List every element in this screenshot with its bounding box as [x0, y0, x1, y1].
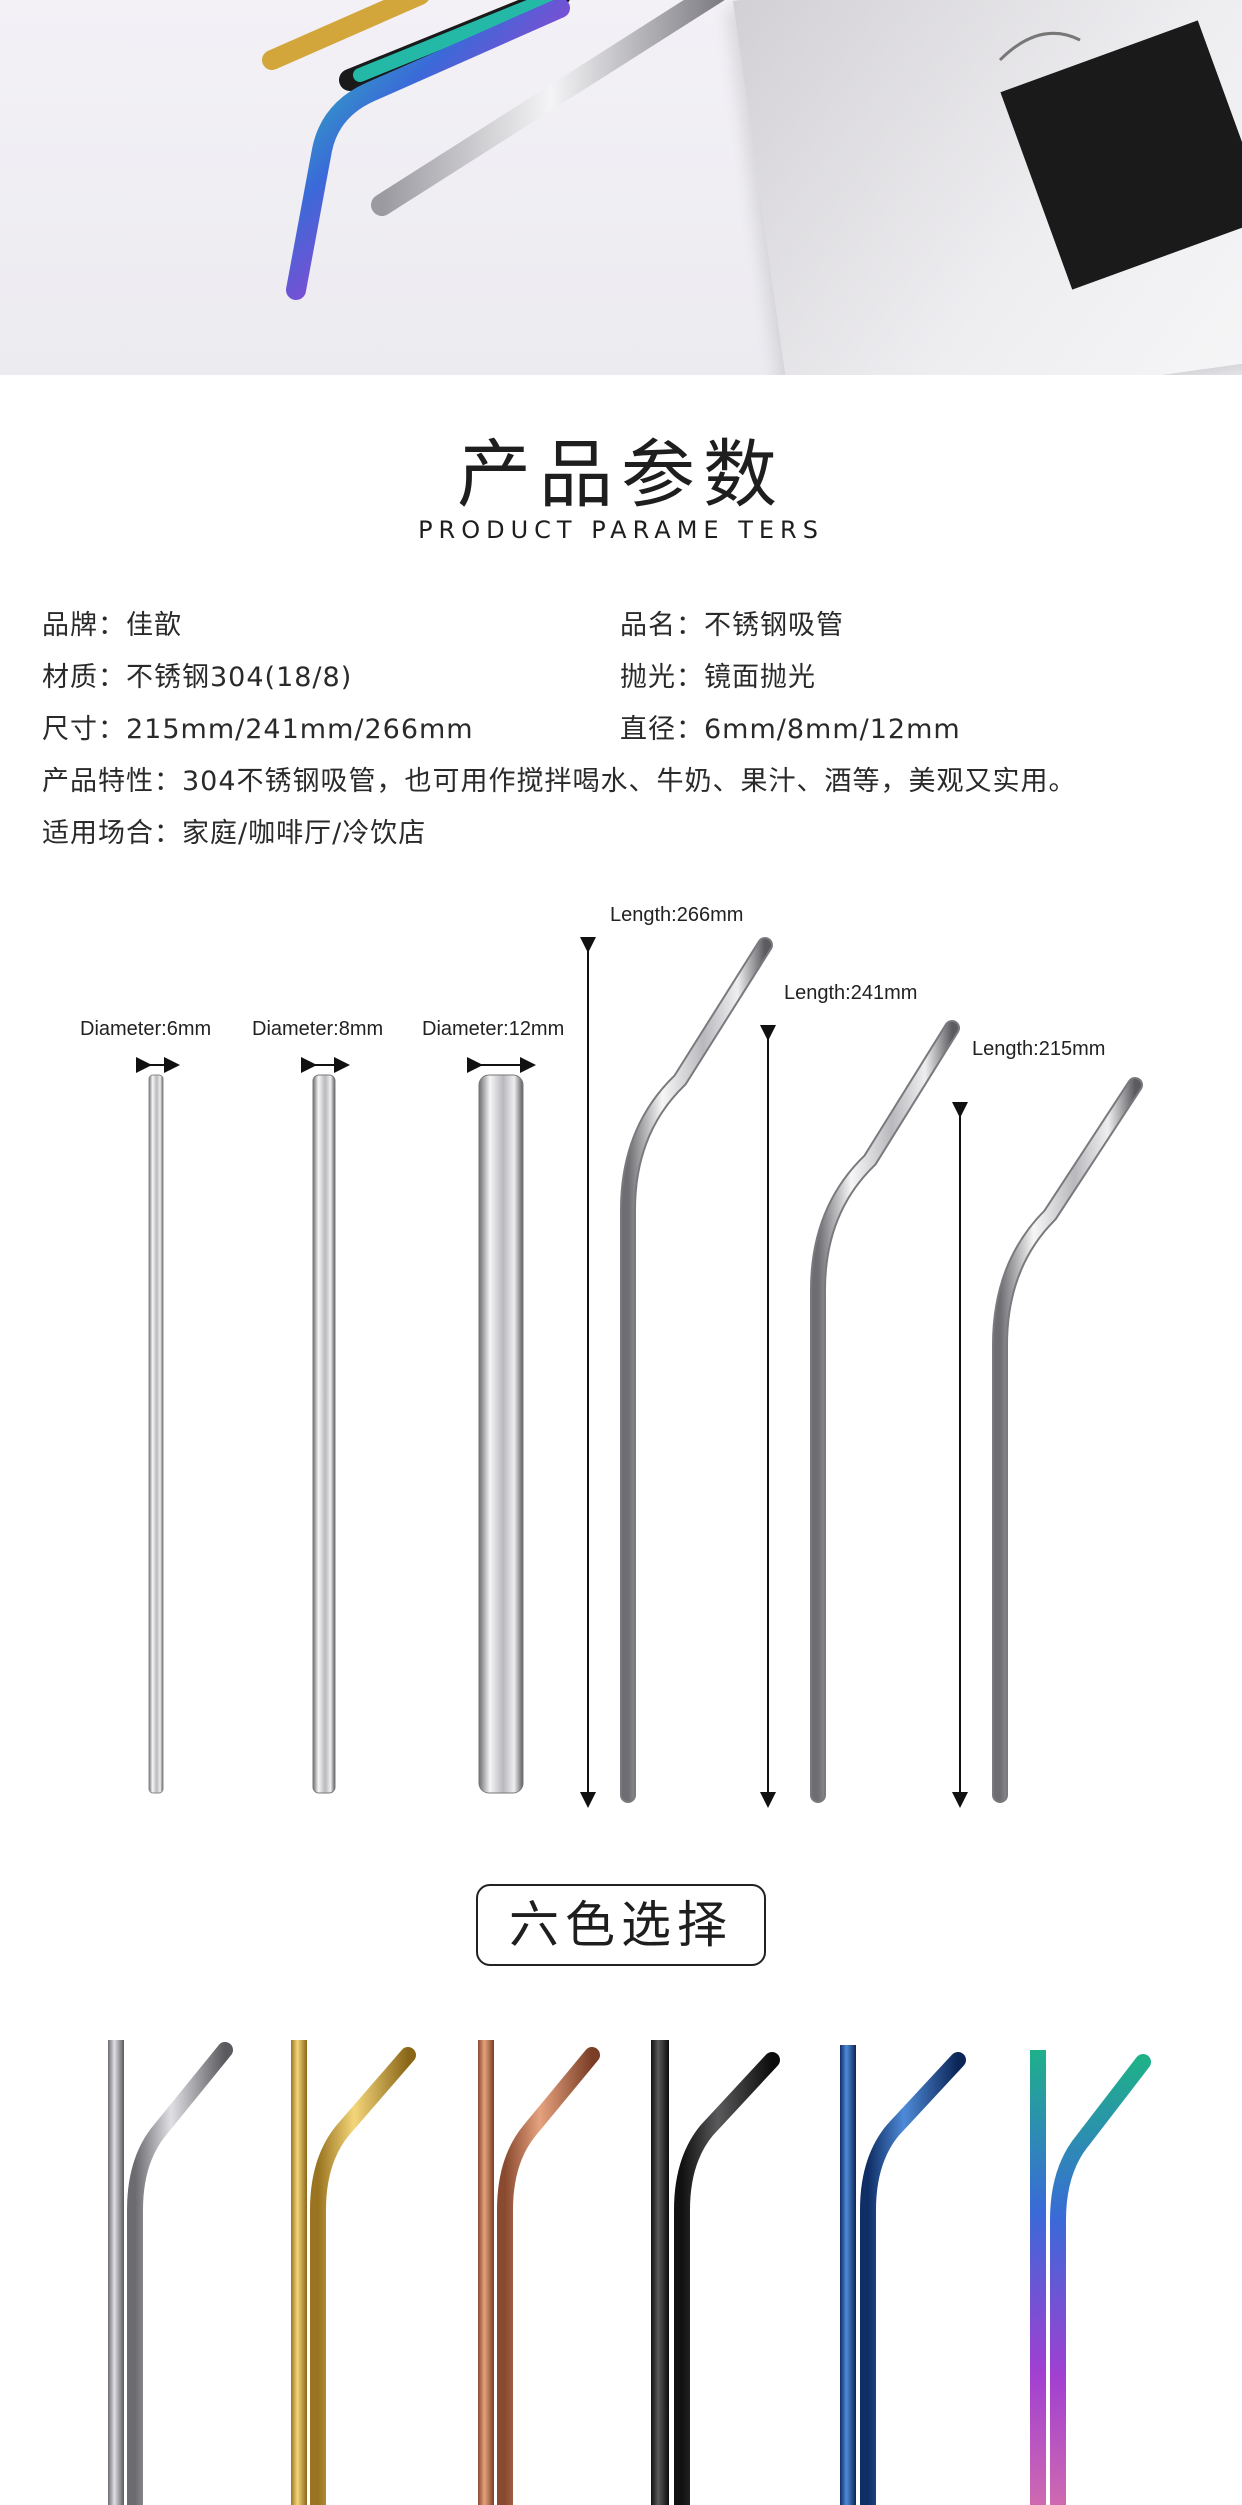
color-straw-black-bent — [674, 2052, 780, 2505]
color-straw-rainbow-straight — [1030, 2050, 1046, 2505]
spec-polish: 抛光：镜面抛光 — [620, 662, 816, 693]
label-length-241: Length:241mm — [784, 982, 918, 1004]
spec-size: 尺寸：215mm/241mm/266mm — [42, 714, 474, 745]
color-straw-gold-bent — [310, 2047, 416, 2505]
color-straw-silver-bent — [127, 2042, 233, 2505]
color-straw-rainbow-bent — [1050, 2054, 1151, 2505]
six-color-title: 六色选择 — [509, 1896, 733, 1954]
straight-straw-8mm — [312, 1074, 336, 1794]
color-straw-gold-straight — [291, 2040, 307, 2505]
color-straw-rose-bent — [497, 2047, 600, 2505]
spec-product-name: 品名：不锈钢吸管 — [620, 610, 844, 641]
color-straw-blue-bent — [860, 2052, 966, 2505]
section-title-en: PRODUCT PARAME TERS — [418, 516, 824, 544]
spec-diameter: 直径：6mm/8mm/12mm — [620, 714, 961, 745]
color-straw-blue-straight — [840, 2045, 856, 2505]
section-title-cn: 产品参数 — [457, 432, 785, 518]
spec-usage: 适用场合：家庭/咖啡厅/冷饮店 — [42, 818, 427, 849]
hero-photo — [0, 0, 1242, 375]
color-straw-silver-straight — [108, 2040, 124, 2505]
label-diameter-12: Diameter:12mm — [422, 1018, 565, 1040]
spec-brand: 品牌：佳歆 — [42, 610, 182, 641]
spec-features: 产品特性：304不锈钢吸管，也可用作搅拌喝水、牛奶、果汁、酒等，美观又实用。 — [42, 766, 1077, 797]
spec-material: 材质：不锈钢304(18/8) — [42, 662, 353, 693]
label-diameter-8: Diameter:8mm — [252, 1018, 384, 1040]
hero-straws-illustration — [262, 0, 1081, 300]
label-length-266: Length:266mm — [610, 904, 744, 926]
color-straw-black-straight — [651, 2040, 669, 2505]
straight-straw-12mm — [478, 1074, 524, 1794]
color-straw-rose-straight — [478, 2040, 494, 2505]
label-diameter-6: Diameter:6mm — [80, 1018, 212, 1040]
six-color-title-box: 六色选择 — [476, 1884, 766, 1966]
dimension-diagram — [136, 937, 1143, 1808]
straight-straw-6mm — [148, 1074, 164, 1794]
label-length-215: Length:215mm — [972, 1038, 1106, 1060]
